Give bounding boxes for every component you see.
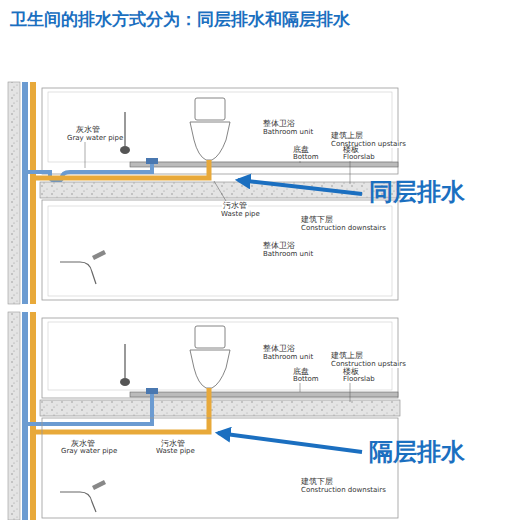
brush-head bbox=[120, 378, 130, 386]
part-label: 建筑下层 bbox=[300, 216, 334, 224]
part-label: Construction downstairs bbox=[300, 487, 387, 494]
part-label: Bottom bbox=[292, 154, 320, 161]
callout-title: 隔层排水 bbox=[368, 440, 466, 464]
bottom-tray bbox=[130, 162, 398, 167]
bathroom-unit-wall bbox=[48, 322, 392, 390]
part-label: 楼板 bbox=[342, 146, 360, 154]
floor-slab bbox=[40, 182, 400, 198]
part-label: Gray water pipe bbox=[60, 448, 118, 455]
callout-arrow bbox=[238, 180, 362, 194]
waste-stack bbox=[30, 312, 36, 520]
wall-column bbox=[8, 312, 20, 520]
panel-same-floor bbox=[8, 82, 400, 304]
gray-water-stack bbox=[22, 82, 28, 304]
part-label: 污水管 bbox=[222, 202, 248, 210]
part-label: 灰水管 bbox=[75, 126, 101, 134]
bottom-tray bbox=[130, 392, 398, 397]
toilet-tank bbox=[195, 98, 225, 120]
shower-head bbox=[92, 250, 106, 260]
waste-pipe bbox=[36, 388, 209, 432]
part-label: Bathroom unit bbox=[262, 251, 314, 258]
part-label: Waste pipe bbox=[155, 448, 196, 455]
leader-line bbox=[300, 161, 301, 163]
part-label: 底盘 bbox=[292, 146, 310, 154]
toilet-brush bbox=[124, 344, 125, 378]
part-label: 楼板 bbox=[342, 368, 360, 376]
part-label: 整体卫浴 bbox=[262, 345, 296, 353]
callout-title: 同层排水 bbox=[368, 180, 466, 204]
panel-under-floor bbox=[8, 312, 400, 520]
part-label: 建筑上层 bbox=[330, 132, 364, 140]
leader-line bbox=[85, 142, 86, 168]
part-label: 底盘 bbox=[292, 368, 310, 376]
leader-line bbox=[300, 383, 301, 392]
part-label: Bottom bbox=[292, 376, 320, 383]
part-label: 建筑上层 bbox=[330, 352, 364, 360]
bathroom-unit-wall bbox=[48, 92, 392, 162]
lower-room bbox=[42, 418, 398, 518]
part-label: 整体卫浴 bbox=[262, 120, 296, 128]
toilet-bowl bbox=[190, 350, 230, 388]
wall-column bbox=[8, 82, 20, 304]
callout-arrow bbox=[218, 433, 362, 452]
lower-unit-wall bbox=[48, 206, 392, 296]
part-label: Gray water pipe bbox=[66, 135, 124, 142]
waste-stack bbox=[30, 82, 36, 304]
part-label: 污水管 bbox=[160, 440, 186, 448]
part-label: Bathroom unit bbox=[262, 354, 314, 361]
floor-drain bbox=[146, 388, 158, 394]
part-label: Construction upstairs bbox=[330, 361, 407, 368]
gray-water-stack bbox=[22, 312, 28, 520]
part-label: Waste pipe bbox=[220, 211, 261, 218]
part-label: 整体卫浴 bbox=[262, 242, 296, 250]
floor-slab bbox=[40, 400, 400, 416]
shower-head bbox=[92, 480, 106, 490]
shower-hose bbox=[60, 492, 96, 512]
lower-room bbox=[42, 200, 398, 300]
part-label: Floorslab bbox=[342, 154, 376, 161]
leader-line bbox=[350, 161, 351, 184]
part-label: 灰水管 bbox=[70, 440, 96, 448]
toilet-brush bbox=[124, 112, 125, 146]
part-label: Floorslab bbox=[342, 376, 376, 383]
page-title: 卫生间的排水方式分为：同层排水和隔层排水 bbox=[10, 10, 350, 29]
part-label: Construction downstairs bbox=[300, 225, 387, 232]
brush-head bbox=[120, 146, 130, 154]
toilet-tank bbox=[195, 326, 225, 348]
upper-room bbox=[42, 88, 398, 174]
waste-pipe bbox=[36, 160, 209, 178]
part-label: Bathroom unit bbox=[262, 129, 314, 136]
part-label: 建筑下层 bbox=[300, 478, 334, 486]
gray-water-pipe bbox=[28, 394, 152, 424]
upper-room bbox=[42, 318, 398, 398]
leader-line bbox=[350, 383, 351, 402]
toilet-bowl bbox=[190, 122, 230, 160]
leader-line bbox=[214, 181, 226, 201]
shower-hose bbox=[60, 262, 96, 284]
floor-drain bbox=[146, 158, 158, 164]
